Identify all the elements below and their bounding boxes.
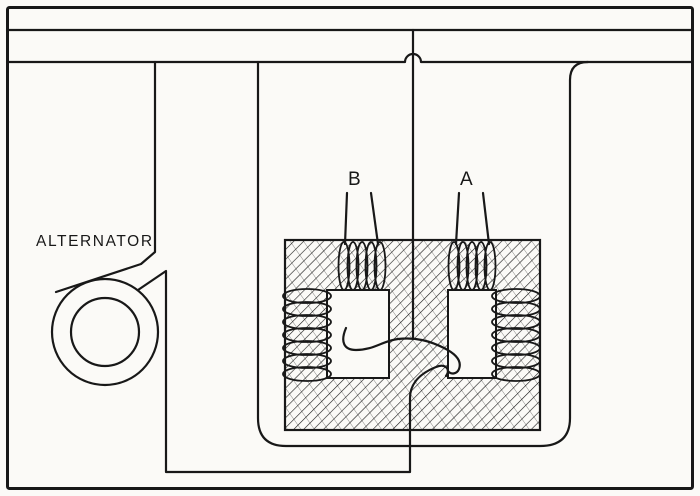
coil-b-winding	[337, 241, 387, 291]
coil-b-leads	[343, 191, 380, 246]
alternator-inner-ring	[69, 296, 141, 368]
alternator-label: ALTERNATOR	[36, 233, 154, 250]
core-window-left	[326, 289, 390, 379]
coil-left-leg	[282, 288, 332, 382]
coil-b-label: B	[348, 169, 361, 190]
primary-loop-wire	[256, 60, 590, 448]
supply-line-bottom-with-hop	[5, 52, 695, 64]
coil-right-leg	[491, 288, 541, 382]
alternator-outer-ring	[50, 277, 160, 387]
figure-border	[6, 6, 694, 490]
coil-a-leads	[454, 191, 491, 246]
coil-a-label: A	[460, 169, 473, 190]
alternator-lead-wire	[54, 60, 157, 294]
winding-interconnect-wire	[342, 326, 461, 375]
core-window-right	[447, 289, 497, 379]
alternator-return-wire	[136, 269, 449, 474]
coil-a-winding	[447, 241, 497, 291]
